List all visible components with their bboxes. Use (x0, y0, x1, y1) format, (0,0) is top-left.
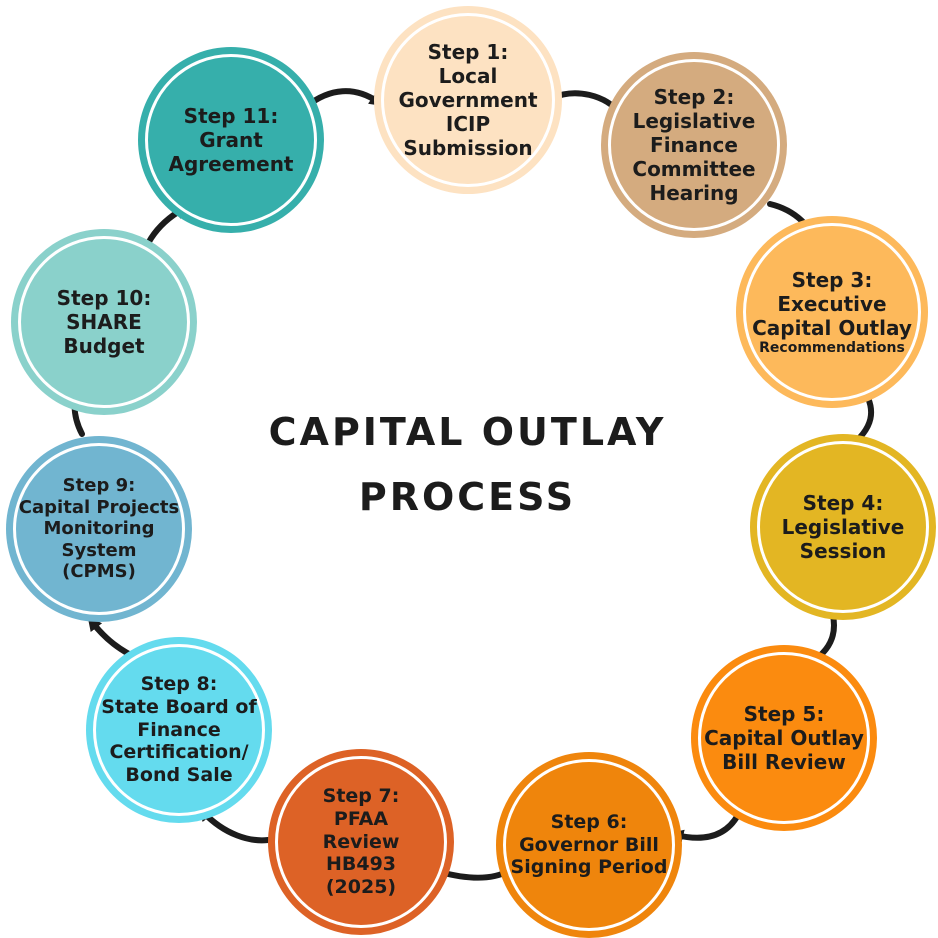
step-4-line-2: Legislative (781, 515, 905, 539)
step-7-line-4: HB493 (325, 853, 397, 876)
step-4-line-3: Session (799, 539, 887, 563)
step-8-line-1: Step 8: (140, 673, 218, 695)
step-6-inner-ring (503, 759, 675, 931)
step-1-line-5: Submission (403, 136, 533, 160)
step-1-line-4: ICIP (445, 112, 491, 136)
step-6-line-3: Signing Period (510, 856, 668, 879)
step-3-line-1: Step 3: (791, 267, 873, 292)
step-1-line-2: Local (438, 64, 498, 88)
step-7-line-5: (2025) (325, 876, 397, 899)
step-6-line-1: Step 6: (550, 810, 628, 833)
step-5-line-1: Step 5: (743, 702, 825, 726)
step-8-inner-ring (93, 644, 265, 816)
step-3-inner-ring (743, 223, 921, 401)
title-line-2: PROCESS (358, 474, 577, 519)
title-line-1: CAPITAL OUTLAY (268, 410, 667, 454)
step-5-line-2: Capital Outlay (704, 726, 864, 750)
step-9-line-4: System (61, 539, 137, 561)
step-7-line-3: Review (322, 830, 400, 853)
step-4-line-1: Step 4: (802, 491, 884, 515)
arrow-step-6-to-7 (669, 812, 741, 844)
step-9-line-2: Capital Projects (18, 496, 180, 518)
step-5-inner-ring (698, 652, 870, 824)
step-9-inner-ring (13, 443, 185, 615)
step-2-inner-ring (608, 59, 780, 231)
step-7-inner-ring (275, 756, 447, 928)
step-11-line-1: Step 11: (183, 104, 279, 128)
step-1-line-3: Government (398, 88, 538, 112)
step-3-line-4: Recommendations (759, 339, 905, 356)
step-1-inner-ring (381, 13, 555, 187)
step-2-line-4: Committee (632, 157, 756, 181)
step-5-line-3: Bill Review (722, 750, 846, 774)
step-2-line-1: Step 2: (653, 85, 735, 109)
arrow-step-1-to-2 (304, 88, 384, 109)
step-10-line-1: Step 10: (56, 286, 152, 310)
step-2-line-5: Hearing (649, 181, 739, 205)
step-3-line-3: Capital Outlay (752, 315, 912, 340)
step-11-line-3: Agreement (168, 152, 294, 176)
step-8-line-5: Bond Sale (125, 764, 233, 787)
step-1-line-1: Step 1: (427, 40, 509, 64)
diagram-title: CAPITAL OUTLAY PROCESS (200, 400, 735, 529)
step-3-line-2: Executive (777, 291, 887, 316)
step-10-inner-ring (18, 236, 190, 408)
step-8-line-2: State Board of (101, 695, 257, 718)
step-8-line-3: Finance (137, 718, 221, 741)
step-11-line-2: Grant (199, 128, 263, 152)
step-2-line-3: Finance (650, 133, 738, 157)
step-10-line-2: SHARE (66, 310, 142, 334)
step-10-line-3: Budget (63, 334, 145, 358)
step-8-line-4: Certification/ (109, 741, 249, 764)
step-2-line-2: Legislative (632, 109, 756, 133)
step-11-inner-ring (145, 54, 317, 226)
step-7-line-2: PFAA (333, 807, 389, 830)
step-6-line-2: Governor Bill (519, 833, 659, 856)
step-4-inner-ring (757, 441, 929, 613)
step-7-line-1: Step 7: (322, 785, 400, 807)
step-9-line-1: Step 9: (62, 475, 136, 497)
step-9-line-5: (CPMS) (62, 561, 136, 583)
step-9-line-3: Monitoring (43, 518, 155, 540)
